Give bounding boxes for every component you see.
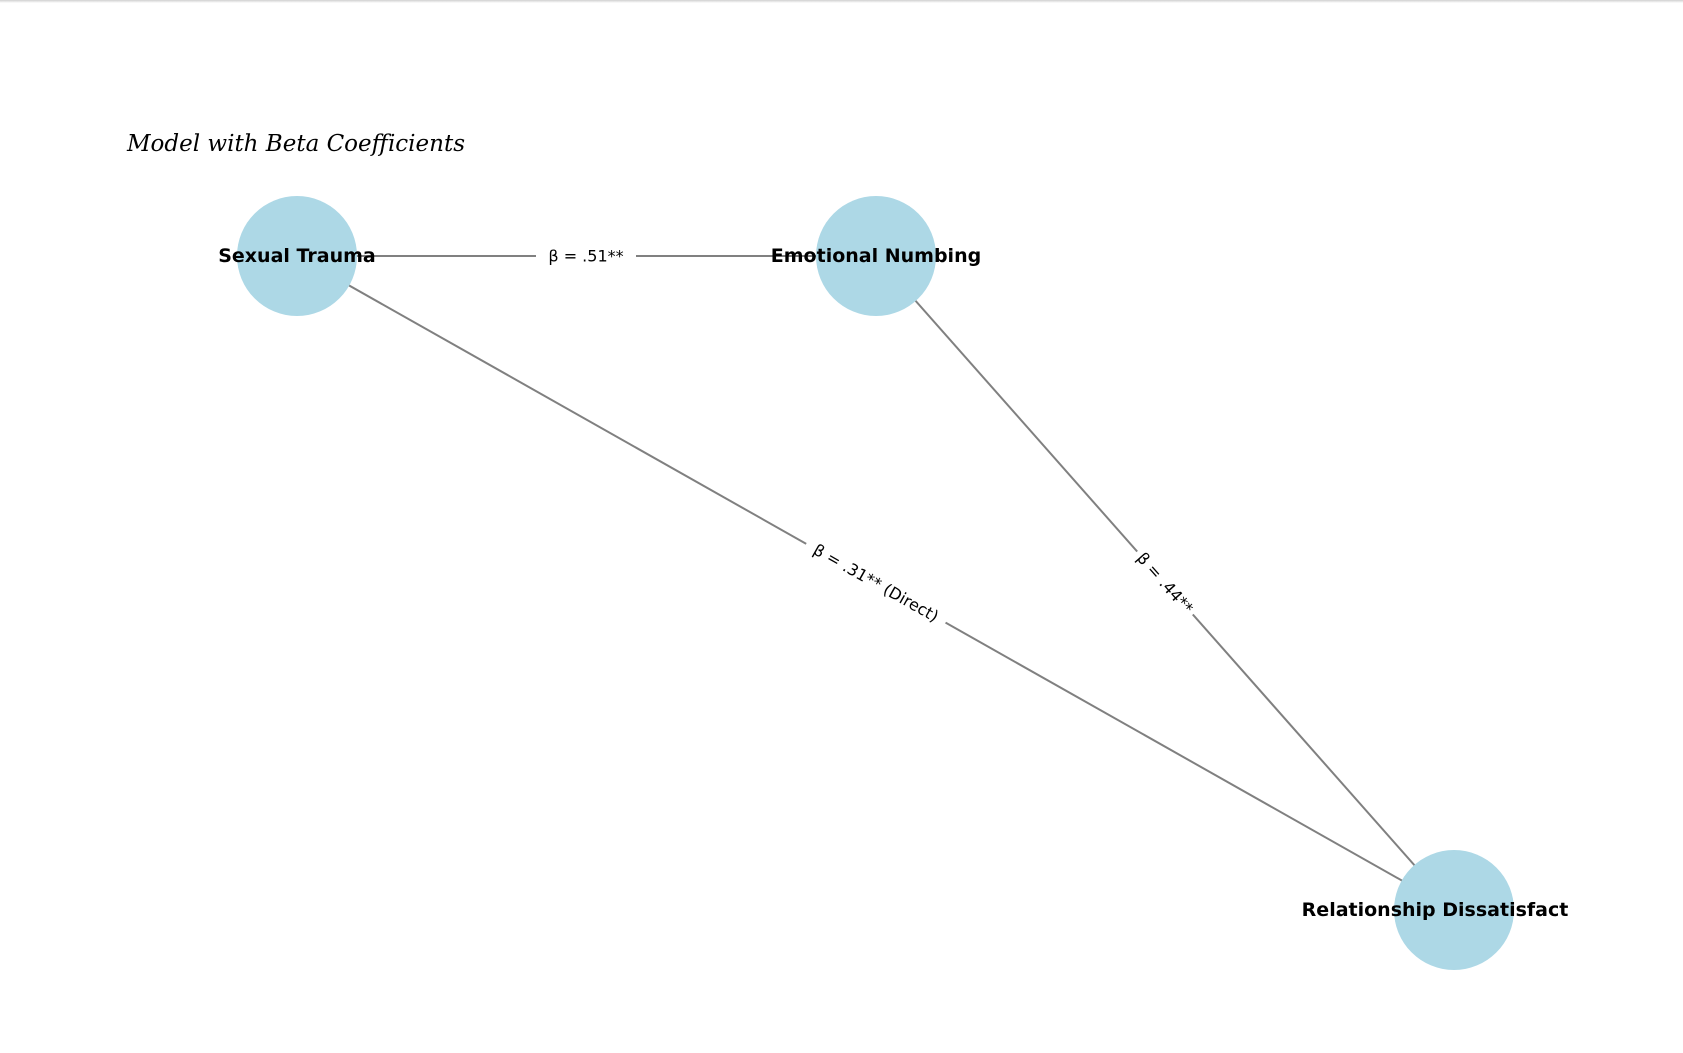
nodes [237, 196, 1514, 970]
node-sexual-trauma [237, 196, 357, 316]
node-relationship-dissatisfaction [1394, 850, 1514, 970]
edge-label-trauma-numbing: β = .51** [536, 244, 636, 268]
diagram-title: Model with Beta Coefficients [126, 131, 465, 157]
edge-label-text: β = .44** [1133, 549, 1197, 618]
node-label-sexual-trauma: Sexual Trauma [218, 245, 376, 267]
node-emotional-numbing [816, 196, 936, 316]
window-top-border [0, 0, 1683, 3]
edge-label-numbing-dissatisfaction: β = .44** [1128, 543, 1202, 623]
edge-label-text: β = .51** [548, 247, 623, 266]
node-label-emotional-numbing: Emotional Numbing [771, 245, 981, 267]
edge-label-text: β = .31** (Direct) [810, 540, 942, 626]
edge-label-trauma-dissatisfaction: β = .31** (Direct) [800, 533, 952, 633]
node-label-relationship-dissatisfaction: Relationship Dissatisfact [1302, 899, 1569, 921]
